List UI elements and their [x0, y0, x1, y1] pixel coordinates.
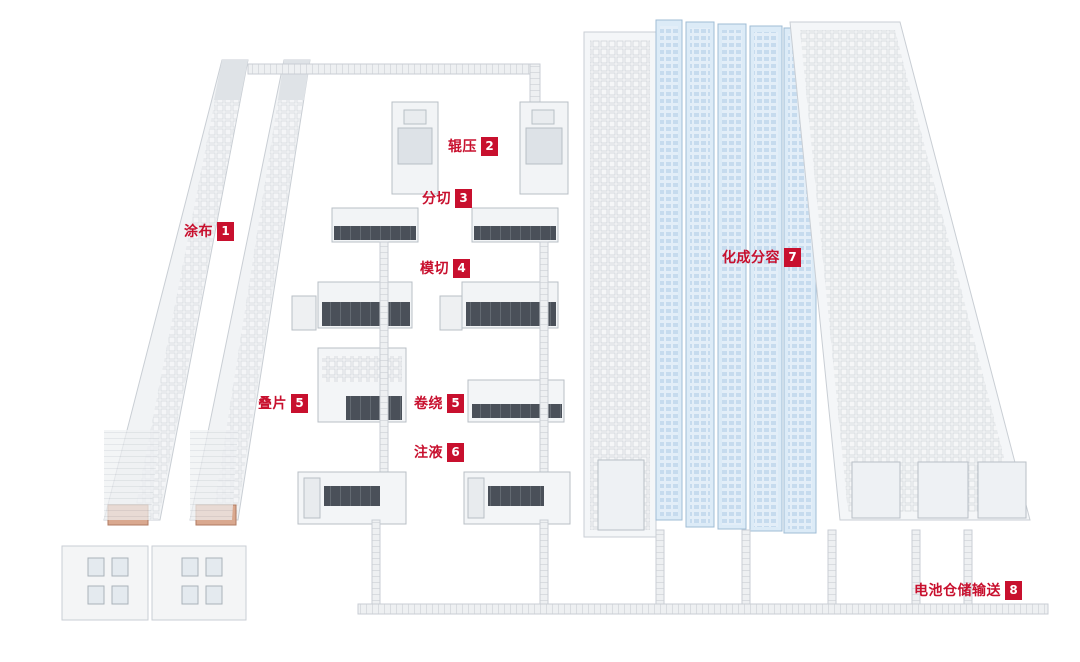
label-formation-number: 7 — [784, 247, 801, 267]
label-rolling-text: 辊压 — [448, 139, 477, 155]
storage-conveyors — [357, 519, 1049, 615]
slitting-machine-left — [331, 207, 419, 243]
label-stacking: 叠片 5 — [258, 393, 308, 413]
formation-rack-4 — [749, 25, 783, 532]
formation-cabinets-left — [583, 31, 657, 538]
label-injection-number: 6 — [447, 442, 464, 462]
winding-machine — [467, 379, 565, 423]
label-stacking-number: 5 — [291, 393, 308, 413]
label-slitting-text: 分切 — [422, 191, 451, 207]
label-injection: 注液 6 — [414, 442, 464, 462]
formation-rack-2 — [685, 21, 715, 528]
label-coating-number: 1 — [217, 221, 234, 241]
label-winding-text: 卷绕 — [414, 396, 443, 412]
label-coating: 涂布 1 — [184, 221, 234, 241]
formation-rack-3 — [717, 23, 747, 530]
top-conveyor — [247, 63, 541, 75]
label-storage-number: 8 — [1005, 580, 1022, 600]
rolling-press-left — [391, 101, 439, 195]
center-conveyor-left — [379, 241, 389, 481]
label-die-cutting-text: 模切 — [420, 261, 449, 277]
raw-material-store — [61, 545, 247, 621]
label-die-cutting: 模切 4 — [420, 258, 470, 278]
injection-machine-right — [463, 471, 571, 525]
label-winding-number: 5 — [447, 393, 464, 413]
coating-line-1 — [103, 59, 249, 526]
label-stacking-text: 叠片 — [258, 396, 287, 412]
label-injection-text: 注液 — [414, 445, 443, 461]
label-winding: 卷绕 5 — [414, 393, 464, 413]
center-conveyor-right — [539, 241, 549, 481]
label-die-cutting-number: 4 — [453, 258, 470, 278]
formation-rack-1 — [655, 19, 683, 521]
label-storage-text: 电池仓储输送 — [914, 583, 1001, 599]
die-cutting-machine-left — [291, 281, 413, 331]
label-formation-text: 化成分容 — [722, 250, 780, 266]
label-slitting: 分切 3 — [422, 188, 472, 208]
rolling-press-right — [519, 101, 569, 195]
injection-machine-left — [297, 471, 407, 525]
label-rolling: 辊压 2 — [448, 136, 498, 156]
coating-line-2 — [189, 59, 311, 526]
label-slitting-number: 3 — [455, 188, 472, 208]
rolling-feed-conveyor — [529, 63, 541, 109]
grading-cabinets — [789, 21, 1031, 521]
stacking-machine — [317, 347, 407, 423]
label-storage: 电池仓储输送 8 — [914, 580, 1022, 600]
slitting-machine-right — [471, 207, 559, 243]
label-rolling-number: 2 — [481, 136, 498, 156]
label-coating-text: 涂布 — [184, 224, 213, 240]
label-formation: 化成分容 7 — [722, 247, 801, 267]
